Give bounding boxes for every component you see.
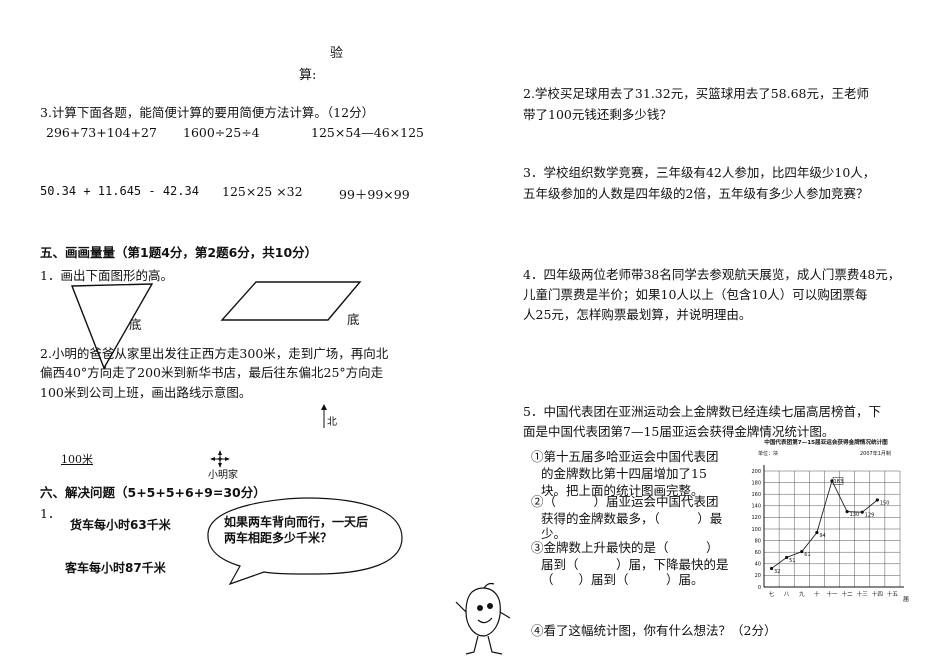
- calc-5: 125×25 ×32: [222, 184, 303, 199]
- suan-label: 算:: [299, 68, 317, 83]
- north-arrow-icon: [321, 404, 327, 428]
- chart-data-label: 51: [789, 558, 795, 564]
- q3-title: 3.计算下面各题，能简便计算的要用简便方法计算。（12分）: [40, 105, 375, 120]
- parallelogram-base-label: 底: [347, 312, 360, 327]
- chart-x-tick-label: 七: [769, 590, 775, 598]
- chart-data-point: [845, 510, 849, 514]
- sub1-line1: ①第十五届多哈亚运会中国代表团: [531, 449, 719, 464]
- calc-4: 50.34 + 11.645 - 42.34: [40, 184, 199, 198]
- shapes-figure: [70, 281, 362, 370]
- chart-data-point: [785, 555, 789, 560]
- chart-y-tick-label: 120: [751, 515, 761, 521]
- chart-data-label: 150: [880, 501, 890, 507]
- home-label: 小明家: [208, 470, 238, 481]
- chart-x-tick-label: 十: [814, 590, 820, 598]
- chart-y-tick-label: 0: [758, 585, 761, 591]
- chart-x-tick-label: 九: [799, 590, 805, 598]
- right-q2-line1: 2.学校买足球用去了31.32元，买篮球用去了58.68元，王老师: [523, 86, 869, 101]
- triangle-shape: [70, 283, 154, 370]
- chart-data-point: [800, 550, 804, 554]
- right-q4-line3: 人25元，怎样购票最划算，并说明理由。: [523, 307, 752, 322]
- sub3-line1: ③金牌数上升最快的是（ ）: [531, 540, 719, 555]
- compass-icon: [210, 450, 230, 468]
- sub4-text: ④看了这幅统计图，你有什么想法？（2分）: [531, 623, 777, 638]
- sub2-line1: ②（ ）届亚运会中国代表团: [531, 494, 719, 509]
- calc-3: 125×54—46×125: [311, 125, 424, 140]
- chart-date-label: 2007年1月制: [860, 450, 891, 457]
- scale-label: 100米: [61, 453, 93, 466]
- bubble-text: 如果两车背向而行，一天后两车相距多少千米？: [224, 515, 369, 545]
- section-6-q1: 1．: [40, 506, 61, 521]
- chart-data-label-box: [832, 477, 844, 485]
- chart-unit-label: 单位：块: [758, 450, 778, 457]
- calc-6: 99＋99×99: [339, 187, 410, 202]
- speech-bubble: [207, 497, 403, 586]
- chart-data-label: 94: [819, 533, 825, 539]
- chart-x-tick-label: 八: [784, 592, 790, 598]
- chart-title: 中国代表团第7—15届亚运会获得金牌情况统计图: [764, 438, 888, 446]
- section-5-q2-line3: 100米到公司上班，画出路线示意图。: [40, 385, 252, 400]
- chart-y-tick-label: 40: [755, 562, 761, 568]
- bus-speed: 客车每小时87千米: [65, 561, 166, 575]
- cartoon-mascot-icon: [455, 582, 511, 655]
- sub2-line2: 获得的金牌数最多，（ ）最: [541, 511, 723, 526]
- chart-y-tick-label: 180: [751, 480, 761, 486]
- scale-bar: [61, 464, 93, 465]
- chart-y-tick-label: 80: [755, 538, 761, 544]
- chart-x-tick-label: 十五: [887, 590, 899, 598]
- sub3-line2: 届到（ ）届，下降最快的是: [541, 557, 729, 572]
- right-q5-line1: 5．中国代表团在亚洲运动会上金牌数已经连续七届高居榜首，下: [523, 404, 881, 419]
- chart-y-tick-label: 200: [751, 469, 761, 475]
- chart-x-tick-label: 十二: [842, 590, 854, 598]
- chart-data-point: [875, 498, 879, 502]
- sub2-line3: 少。: [541, 526, 567, 541]
- chart-series-line: [771, 479, 878, 569]
- truck-speed: 货车每小时63千米: [70, 518, 171, 532]
- chart-data-label: 183: [834, 479, 844, 485]
- chart-x-axis-label: 届: [903, 596, 909, 603]
- section-6-title: 六、解决问题（5+5+5+6+9=30分）: [40, 485, 266, 500]
- right-q2-line2: 带了100元钱还剩多少钱？: [523, 107, 672, 122]
- triangle-base-label: 底: [129, 317, 142, 332]
- north-label: 北: [327, 417, 337, 428]
- right-q3-line2: 五年级参加的人数是四年级的2倍，五年级有多少人参加竞赛？: [523, 186, 869, 201]
- section-5-q2-line1: 2.小明的爸爸从家里出发往正西方走300米，走到广场，再向北: [40, 346, 389, 361]
- chart-data-point: [860, 510, 864, 514]
- chart-data-label: 129: [865, 513, 875, 519]
- chart-y-tick-label: 60: [755, 550, 761, 556]
- section-5-title: 五、画画量量（第1题4分，第2题6分，共10分）: [40, 245, 318, 260]
- chart-y-tick-label: 20: [755, 573, 761, 579]
- chart-y-tick-label: 140: [751, 504, 761, 510]
- chart-data-label: 130: [850, 512, 860, 518]
- right-q4-line2: 儿童门票费是半价；如果10人以上（包含10人）可以购团票每: [523, 287, 868, 302]
- chart-y-tick-label: 160: [751, 492, 761, 498]
- calc-1: 296+73+104+27: [46, 125, 157, 140]
- chart-data-label: 32: [774, 569, 780, 575]
- right-q4-line1: 4．四年级两位老师带38名同学去参观航天展览，成人门票费48元，: [523, 267, 901, 282]
- chart-y-tick-label: 100: [751, 527, 761, 533]
- chart-x-tick-label: 十三: [857, 590, 869, 598]
- right-q5-line2: 面是中国代表团第7—15届亚运会获得金牌情况统计图。: [523, 424, 835, 439]
- gold-medal-line-chart: 中国代表团第7—15届亚运会获得金牌情况统计图 单位：块 2007年1月制 0 2…: [751, 438, 909, 603]
- chart-x-tick-label: 十四: [872, 590, 883, 598]
- sub3-line3: （ ）届到（ ）届。: [541, 572, 704, 587]
- yan-label: 验: [330, 46, 344, 61]
- chart-x-tick-label: 十一: [826, 590, 838, 598]
- section-5-q2-line2: 偏西40°方向走了200米到新华书店，最后往东偏北25°方向走: [40, 365, 384, 380]
- chart-data-point: [815, 530, 819, 535]
- chart-data-label: 61: [804, 552, 810, 558]
- chart-data-point: [769, 566, 774, 571]
- calc-2: 1600÷25÷4: [183, 125, 260, 140]
- sub1-line2: 的金牌数比第十四届增加了15: [541, 466, 707, 481]
- sub1-line3: 块。把上面的统计图画完整。: [541, 483, 704, 498]
- right-q3-line1: 3．学校组织数学竞赛，三年级有42人参加，比四年级少10人，: [523, 165, 876, 180]
- section-5-q1: 1．画出下面图形的高。: [40, 268, 173, 283]
- parallelogram-shape: [220, 281, 362, 321]
